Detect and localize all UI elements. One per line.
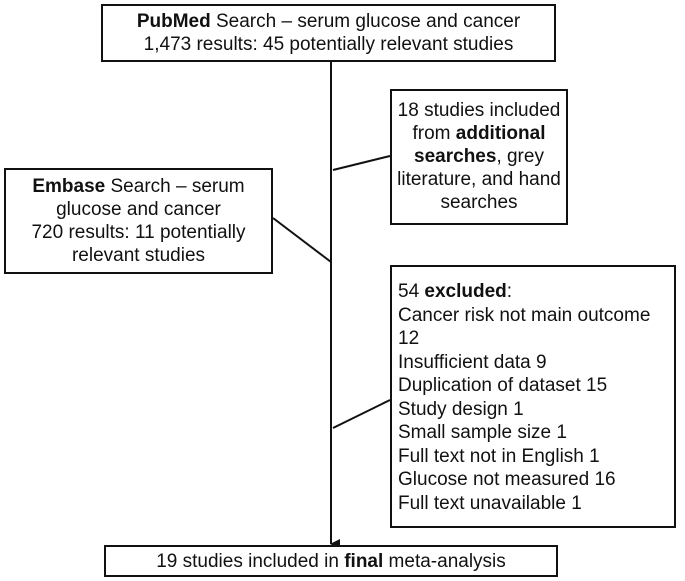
additional-line-2-text: from [412,123,456,144]
additional-line-5: searches [440,192,518,213]
excluded-studies-box: 54 excluded: Cancer risk not main outcom… [390,265,676,528]
final-analysis-box: 19 studies included in final meta-analys… [104,545,558,577]
additional-line-4: literature, and hand [397,169,561,190]
final-text-pre: 19 studies included in [156,551,345,572]
additional-line-3: searches, grey [392,145,566,168]
embase-line-1-text: Search – serum [105,176,245,197]
excluded-connector [332,399,391,429]
excluded-heading: 54 excluded: [398,280,674,304]
additional-line-1: 18 studies included [397,100,561,121]
final-text-post: meta-analysis [383,551,506,572]
additional-line-2-bold: additional [455,123,546,144]
final-bold: final [344,551,384,572]
excluded-label: excluded [424,281,507,302]
excluded-reason: 12 [398,328,420,349]
pubmed-source: PubMed [136,11,211,32]
pubmed-search-line: PubMed Search – serum glucose and cancer [103,10,554,33]
excluded-reason: Cancer risk not main outcome [398,304,651,326]
embase-source: Embase [32,176,106,197]
final-line: 19 studies included in final meta-analys… [106,550,556,573]
excluded-reason: Study design 1 [398,398,524,420]
excluded-reason: Small sample size 1 [398,422,567,443]
embase-connector [272,217,332,263]
embase-line-2: glucose and cancer [56,199,221,220]
additional-searches-box: 18 studies included from additional sear… [390,89,568,225]
excluded-reason: Insufficient data 9 [398,351,547,373]
embase-line-4: relevant studies [71,245,206,266]
excluded-reason: Duplication of dataset 15 [398,375,608,396]
excluded-colon: : [506,281,513,302]
excluded-reason: Full text unavailable 1 [398,492,582,514]
additional-line-3-bold: searches [414,146,497,167]
excluded-reason: Glucose not measured 16 [398,469,616,490]
additional-connector [332,155,391,171]
pubmed-results: 1,473 results: 45 potentially relevant s… [143,34,514,55]
pubmed-search-box: PubMed Search – serum glucose and cancer… [101,4,556,62]
excluded-count: 54 [398,281,425,302]
pubmed-search-text: Search – serum glucose and cancer [210,11,521,32]
additional-line-2: from additional [392,122,566,145]
additional-line-3-text: , grey [496,146,544,167]
embase-line-1: Embase Search – serum [6,175,271,198]
excluded-reason: Full text not in English 1 [398,445,600,467]
embase-line-3: 720 results: 11 potentially [31,222,246,243]
embase-search-box: Embase Search – serum glucose and cancer… [4,168,273,274]
